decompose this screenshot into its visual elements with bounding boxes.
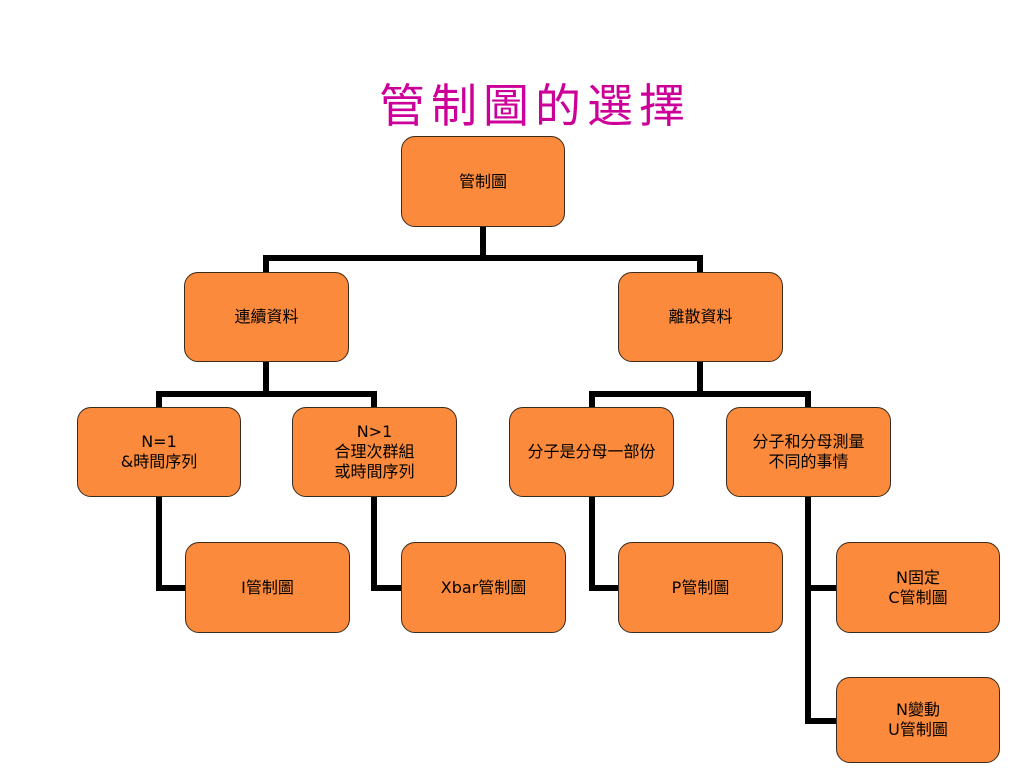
connector-p-chart xyxy=(589,494,621,591)
node-c-chart: N固定 C管制圖 xyxy=(836,542,1000,633)
node-numerator-denominator-different: 分子和分母測量 不同的事情 xyxy=(726,407,891,497)
node-discrete-data: 離散資料 xyxy=(618,272,783,362)
node-continuous-data: 連續資料 xyxy=(184,272,349,362)
node-n-greater-1: N>1 合理次群組 或時間序列 xyxy=(292,407,457,497)
node-control-chart-root: 管制圖 xyxy=(401,136,565,227)
connector-xbar-chart xyxy=(371,494,404,591)
node-xbar-chart: Xbar管制圖 xyxy=(401,542,566,633)
connector-discrete xyxy=(589,359,811,410)
node-p-chart: P管制圖 xyxy=(618,542,783,633)
connector-root xyxy=(263,224,703,275)
node-u-chart: N變動 U管制圖 xyxy=(836,677,1000,763)
connector-i-chart xyxy=(156,494,188,591)
node-n-equals-1: N=1 &時間序列 xyxy=(77,407,241,497)
connector-cu-charts xyxy=(805,494,839,724)
connector-continuous xyxy=(156,359,377,410)
node-numerator-part-of-denominator: 分子是分母一部份 xyxy=(509,407,674,497)
node-i-chart: I管制圖 xyxy=(185,542,350,633)
slide-title: 管制圖的選擇 xyxy=(379,79,691,133)
